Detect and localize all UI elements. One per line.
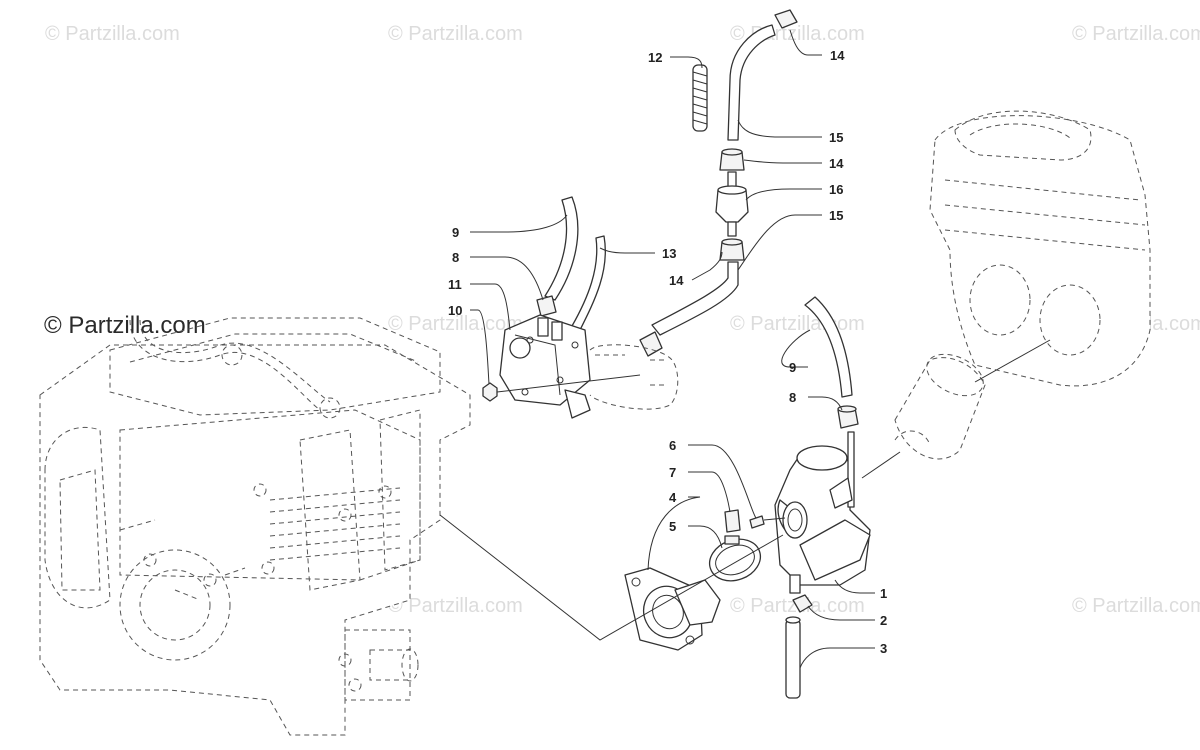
callout-10: 10	[448, 303, 462, 318]
watermark-main: © Partzilla.com	[44, 312, 206, 339]
callout-8: 8	[789, 390, 796, 405]
callout-8: 8	[452, 250, 459, 265]
callout-14: 14	[669, 273, 684, 288]
watermark: © Partzilla.com	[730, 313, 865, 335]
fuel-filter-assembly	[639, 9, 798, 357]
callout-5: 5	[669, 519, 676, 534]
watermark: © Partzilla.com	[1072, 23, 1200, 45]
callout-6: 6	[669, 438, 676, 453]
watermark: © Partzilla.com	[388, 23, 523, 45]
callout-15: 15	[829, 208, 843, 223]
fuel-pump-assembly	[482, 196, 679, 419]
watermark: © Partzilla.com	[1072, 595, 1200, 617]
callout-7: 7	[669, 465, 676, 480]
callout-2: 2	[880, 613, 887, 628]
callout-14: 14	[829, 156, 844, 171]
leader-lines	[470, 29, 875, 669]
callout-9: 9	[452, 225, 459, 240]
engine-ghost-illustration	[39, 317, 471, 736]
callout-14: 14	[830, 48, 845, 63]
watermark: © Partzilla.com	[388, 313, 523, 335]
callout-4: 4	[669, 490, 677, 505]
watermark: © Partzilla.com	[45, 23, 180, 45]
air-boot-ghost	[894, 353, 986, 460]
carburetor-assembly	[439, 296, 1051, 699]
callout-12: 12	[648, 50, 662, 65]
callout-3: 3	[880, 641, 887, 656]
callout-16: 16	[829, 182, 843, 197]
watermark: © Partzilla.com	[388, 595, 523, 617]
callout-9: 9	[789, 360, 796, 375]
callout-13: 13	[662, 246, 676, 261]
callout-labels: 12 14 15 14 16 15 14 13 9 8 11 10 9 8 6 …	[448, 48, 887, 656]
spring-part-12	[692, 64, 708, 132]
airbox-ghost-illustration	[929, 110, 1151, 387]
callout-11: 11	[448, 277, 462, 292]
callout-15: 15	[829, 130, 843, 145]
callout-1: 1	[880, 586, 887, 601]
